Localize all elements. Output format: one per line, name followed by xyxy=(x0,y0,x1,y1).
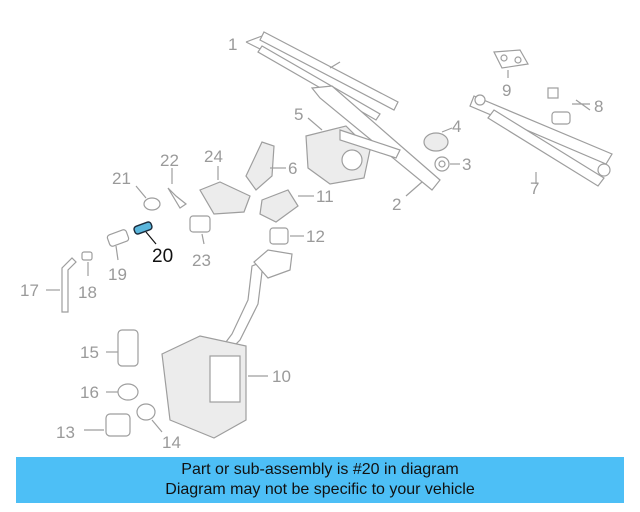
callout-17: 17 xyxy=(20,281,39,300)
callout-9: 9 xyxy=(502,81,511,100)
clip-part xyxy=(167,168,188,209)
callout-4: 4 xyxy=(452,117,461,136)
grommet-16-part xyxy=(106,383,139,401)
callout-3: 3 xyxy=(462,155,471,174)
wiper-arm-part xyxy=(245,31,399,121)
callout-2: 2 xyxy=(392,195,401,214)
callout-19: 19 xyxy=(108,265,127,284)
callout-23: 23 xyxy=(192,251,211,270)
callout-14: 14 xyxy=(162,433,181,452)
banner-line-1: Part or sub-assembly is #20 in diagram xyxy=(181,461,459,478)
callout-6: 6 xyxy=(288,159,297,178)
callout-22: 22 xyxy=(160,151,179,170)
callout-16: 16 xyxy=(80,383,99,402)
filler-neck-part xyxy=(225,249,293,349)
washer-reservoir-part xyxy=(161,335,268,439)
washer-pump-part xyxy=(106,329,139,367)
seal-part xyxy=(136,403,163,433)
check-valve-part xyxy=(106,229,130,261)
highlighted-part-20 xyxy=(133,221,157,245)
wiper-linkage-part xyxy=(469,94,613,187)
connector-18-part xyxy=(81,251,93,276)
bracket-part xyxy=(493,49,529,78)
hose-part xyxy=(46,257,77,313)
connector-part xyxy=(189,215,211,245)
bracket-6-part xyxy=(245,141,286,191)
grommet-part xyxy=(434,156,460,172)
callout-7: 7 xyxy=(530,179,539,198)
callout-20: 20 xyxy=(152,246,173,267)
wiper-blade-part xyxy=(310,85,441,197)
callout-13: 13 xyxy=(56,423,75,442)
callout-15: 15 xyxy=(80,343,99,362)
info-banner: Part or sub-assembly is #20 in diagram D… xyxy=(16,457,624,503)
callout-11: 11 xyxy=(316,187,334,206)
nozzle-trim-part xyxy=(199,166,251,215)
callout-24: 24 xyxy=(204,147,223,166)
banner-line-2: Diagram may not be specific to your vehi… xyxy=(165,481,475,498)
callout-18: 18 xyxy=(78,283,97,302)
callout-21: 21 xyxy=(112,169,131,188)
wiper-motor-part xyxy=(305,117,401,185)
cap-part xyxy=(423,127,453,152)
grommet-21-part xyxy=(135,185,161,211)
callout-8: 8 xyxy=(594,97,603,116)
nozzle-housing-part xyxy=(259,189,314,223)
nut-part xyxy=(547,87,591,125)
pump-13-part xyxy=(84,413,131,437)
parts-diagram: 1 2 3 4 5 6 7 8 9 10 11 12 13 14 15 16 1… xyxy=(20,31,613,452)
callout-5: 5 xyxy=(294,105,303,124)
filler-cap-part xyxy=(269,227,304,245)
callout-12: 12 xyxy=(306,227,325,246)
callout-10: 10 xyxy=(272,367,291,386)
callout-1: 1 xyxy=(228,35,237,54)
